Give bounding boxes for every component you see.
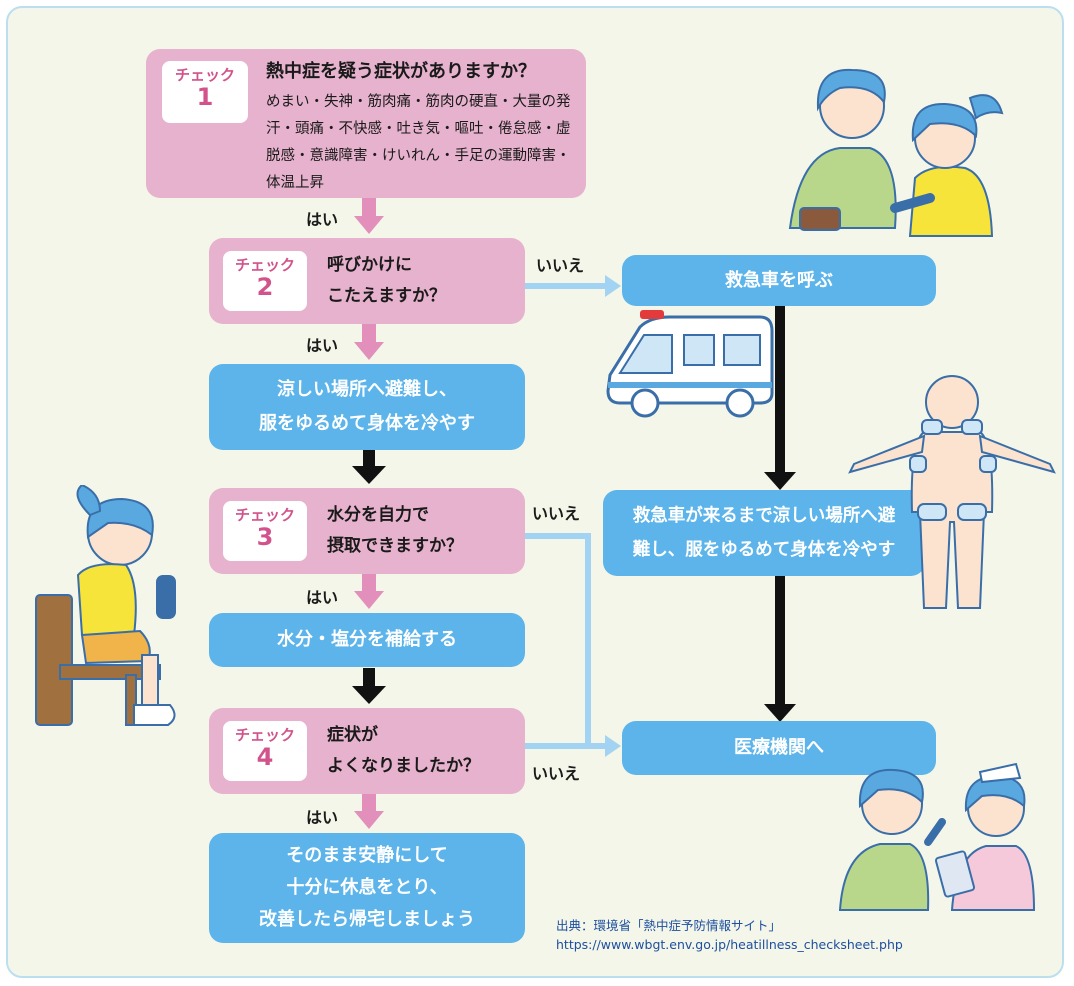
check3-box: チェック 3 水分を自力で 摂取できますか？ [209, 488, 525, 574]
no-label: いいえ [536, 256, 585, 275]
check4-question: 症状が よくなりましたか？ [327, 720, 480, 782]
check4-line2: よくなりましたか？ [327, 756, 480, 776]
call-ambulance-text: 救急車を呼ぶ [725, 269, 833, 291]
ambulance-illustration [606, 310, 774, 418]
check3-line1: 水分を自力で [327, 505, 429, 525]
hospital-box: 医療機関へ [622, 721, 936, 775]
rest-line2: 十分に休息をとり、 [286, 877, 448, 898]
check3-question: 水分を自力で 摂取できますか？ [327, 500, 463, 562]
check2-box: チェック 2 呼びかけに こたえますか？ [209, 238, 525, 324]
check-label: チェック [234, 506, 295, 524]
no-label: いいえ [532, 764, 581, 783]
body-cooling-points-illustration [848, 375, 1056, 609]
yes-arrows [354, 196, 384, 829]
concerned-adult-and-child-illustration [788, 68, 1004, 237]
check2-question: 呼びかけに こたえますか？ [327, 250, 446, 312]
doctor-and-nurse-illustration [838, 762, 1036, 911]
check2-line1: 呼びかけに [327, 255, 412, 275]
cool-down-box: 涼しい場所へ避難し、 服をゆるめて身体を冷やす [209, 364, 525, 450]
yes-label: はい [306, 808, 339, 827]
source-citation: 出典：環境省「熱中症予防情報サイト」 https://www.wbgt.env.… [556, 916, 903, 954]
yes-label: はい [306, 210, 339, 229]
hydrate-text: 水分・塩分を補給する [277, 629, 457, 650]
check1-badge: チェック 1 [162, 61, 248, 123]
check-label: チェック [174, 66, 235, 84]
check-label: チェック [234, 256, 295, 274]
no-arrows [525, 275, 621, 757]
call-ambulance-box: 救急車を呼ぶ [622, 255, 936, 306]
check-number: 3 [256, 523, 274, 551]
wait-line1: 救急車が来るまで涼しい場所へ避 [632, 506, 896, 526]
check2-badge: チェック 2 [223, 251, 307, 311]
check4-badge: チェック 4 [223, 721, 307, 781]
source-line1: 出典：環境省「熱中症予防情報サイト」 [556, 918, 782, 933]
next-step-arrows [352, 306, 796, 722]
check1-box: チェック 1 熱中症を疑う症状がありますか？ めまい・失神・筋肉痛・筋肉の硬直・… [146, 49, 586, 198]
hydrate-box: 水分・塩分を補給する [209, 613, 525, 667]
check-number: 2 [256, 273, 274, 301]
check2-line2: こたえますか？ [327, 286, 446, 306]
check-label: チェック [234, 726, 295, 744]
yes-label: はい [306, 588, 339, 607]
check3-badge: チェック 3 [223, 501, 307, 561]
yes-label: はい [306, 336, 339, 355]
cool-down-line1: 涼しい場所へ避難し、 [277, 379, 457, 400]
check4-line1: 症状が [327, 725, 378, 745]
rest-line3: 改善したら帰宅しましょう [259, 909, 475, 930]
check1-symptoms: めまい・失神・筋肉痛・筋肉の硬直・大量の発汗・頭痛・不快感・吐き気・嘔吐・倦怠感… [266, 94, 571, 191]
check4-box: チェック 4 症状が よくなりましたか？ [209, 708, 525, 794]
rest-box: そのまま安静にして 十分に休息をとり、 改善したら帰宅しましょう [209, 833, 525, 943]
check-number: 1 [196, 83, 214, 111]
rest-line1: そのまま安静にして [286, 845, 448, 866]
check3-line2: 摂取できますか？ [327, 536, 463, 556]
wait-line2: 難し、服をゆるめて身体を冷やす [632, 540, 896, 560]
check-number: 4 [256, 743, 274, 771]
wait-ambulance-box: 救急車が来るまで涼しい場所へ避 難し、服をゆるめて身体を冷やす [603, 490, 925, 576]
check1-question: 熱中症を疑う症状がありますか？ [266, 61, 536, 82]
no-label: いいえ [532, 504, 581, 523]
child-drinking-water-illustration [35, 485, 176, 726]
hospital-text: 医療機関へ [734, 737, 824, 758]
cool-down-line2: 服をゆるめて身体を冷やす [259, 413, 475, 434]
source-url: https://www.wbgt.env.go.jp/heatillness_c… [556, 937, 903, 952]
